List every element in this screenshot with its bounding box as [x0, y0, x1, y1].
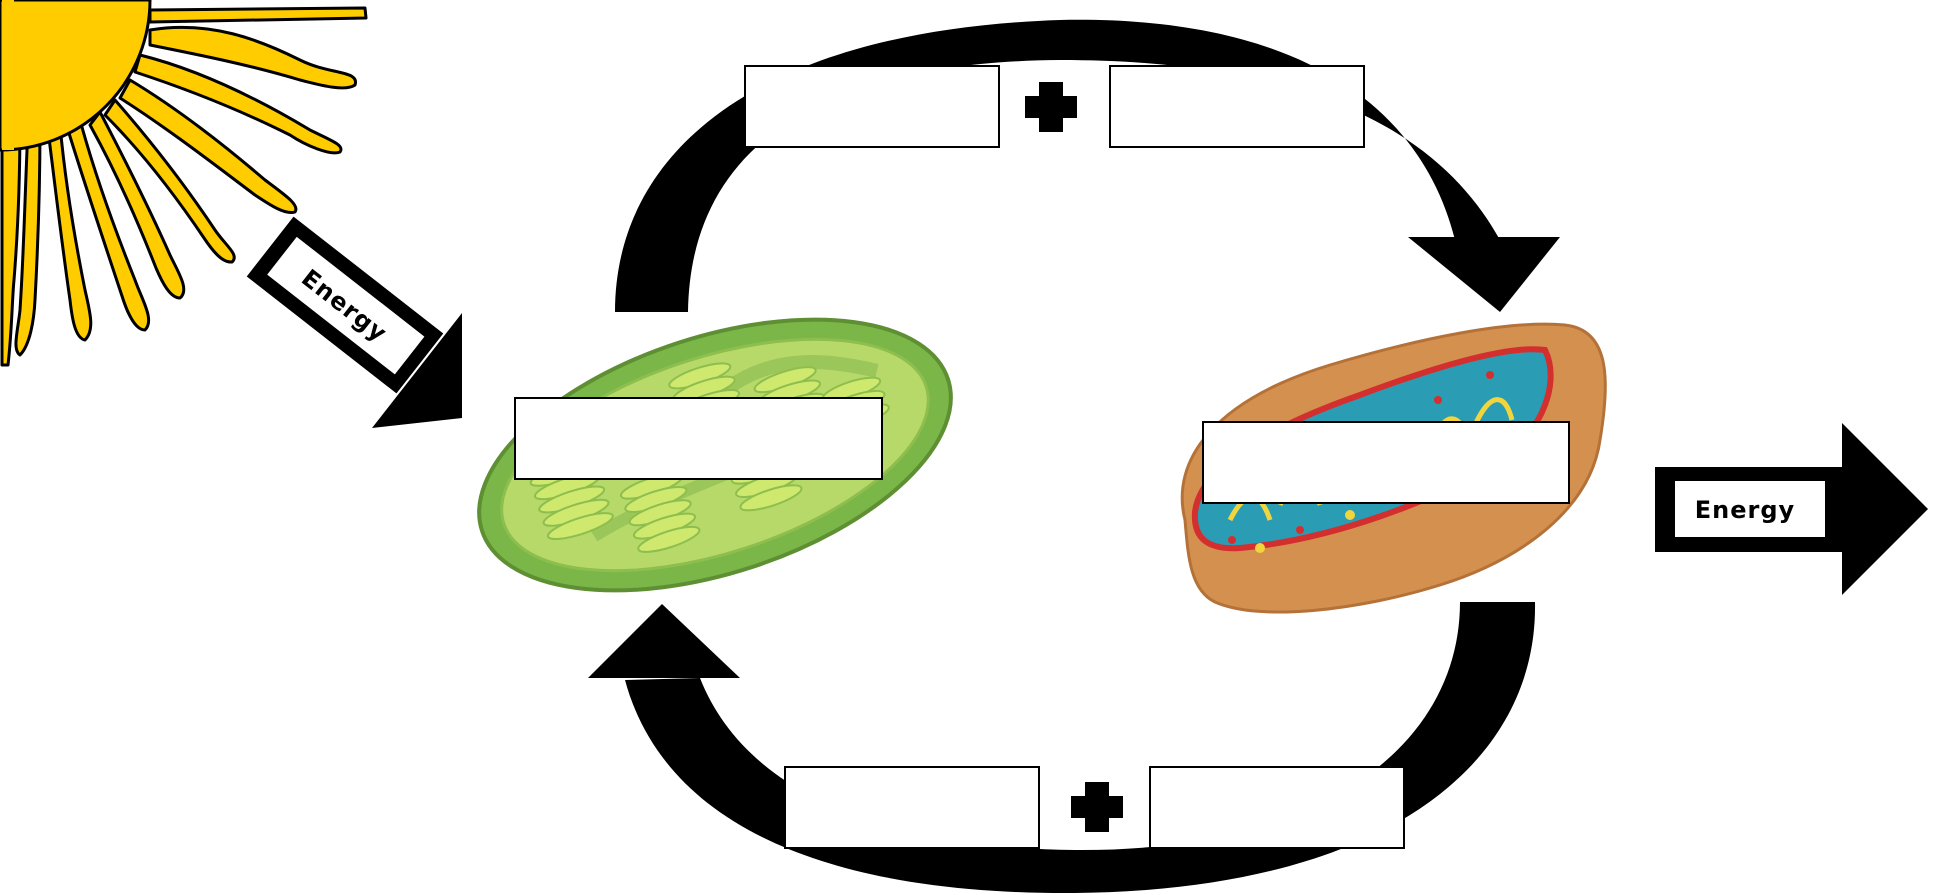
energy-input-arrow: Energy [247, 217, 462, 428]
bottom-cycle-arrow [588, 602, 1535, 893]
plus-icon [1071, 782, 1123, 832]
top-left-answer-box[interactable] [745, 66, 999, 147]
energy-output-label: Energy [1695, 496, 1795, 524]
bottom-right-answer-box[interactable] [1150, 767, 1404, 848]
top-cycle-arrow [615, 20, 1560, 312]
plus-icon [1025, 82, 1077, 132]
top-right-answer-box[interactable] [1110, 66, 1364, 147]
bottom-equation [785, 767, 1404, 848]
mitochondrion-answer-box[interactable] [1203, 422, 1569, 503]
energy-output-arrow: Energy [1655, 423, 1928, 595]
bottom-left-answer-box[interactable] [785, 767, 1039, 848]
top-equation [745, 66, 1364, 147]
sun-ray [150, 8, 366, 22]
chloroplast-answer-box[interactable] [515, 398, 882, 479]
